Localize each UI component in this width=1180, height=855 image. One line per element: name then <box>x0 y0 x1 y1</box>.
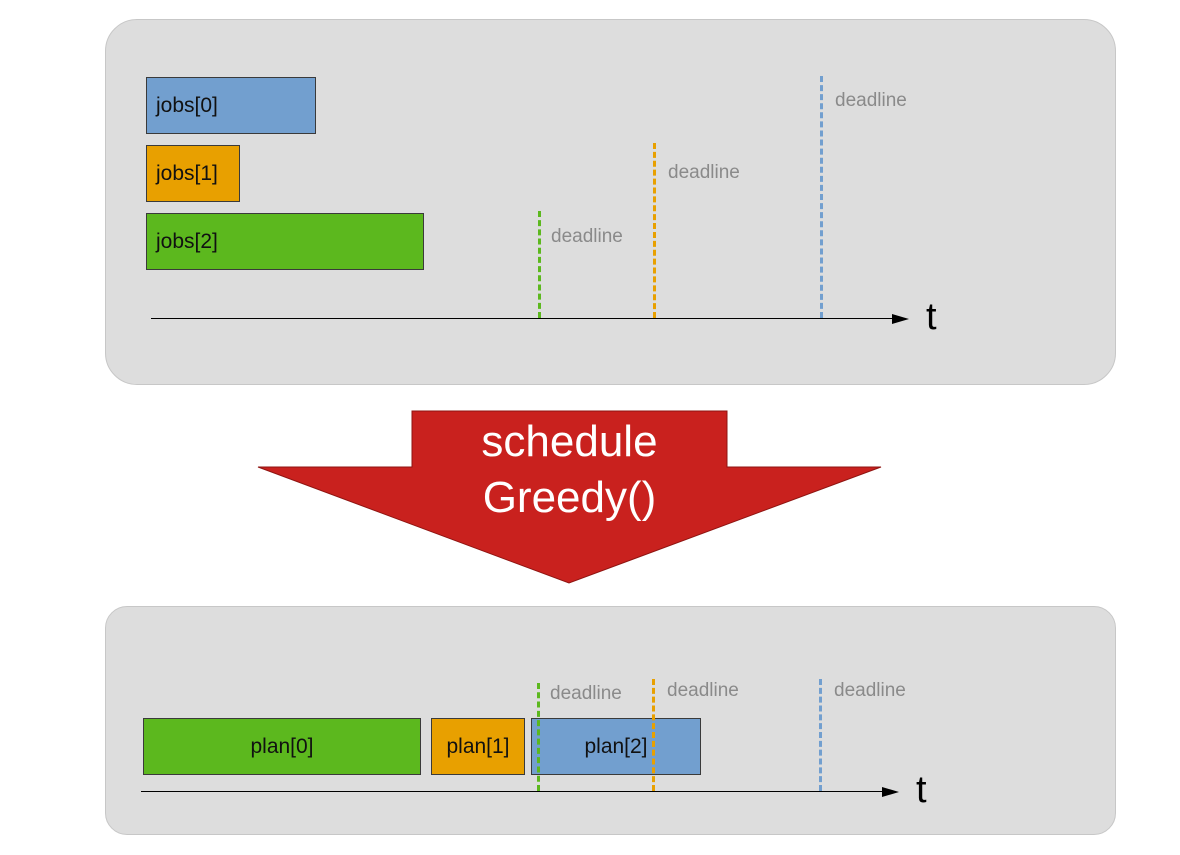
deadline-line-green <box>538 211 541 318</box>
job-box-0: jobs[0] <box>146 77 316 134</box>
job-box-2: jobs[2] <box>146 213 424 270</box>
time-axis-label-bottom: t <box>916 769 927 811</box>
arrow-label-schedule: schedule <box>481 417 658 466</box>
deadline-label-green: deadline <box>550 683 622 704</box>
time-axis-arrowhead-bottom <box>882 787 899 797</box>
deadline-line-blue <box>819 679 822 791</box>
job-box-1: jobs[1] <box>146 145 240 202</box>
time-axis-arrowhead-top <box>892 314 909 324</box>
deadline-line-green <box>537 683 540 791</box>
time-axis-label-top: t <box>926 296 937 338</box>
deadline-line-orange <box>652 679 655 791</box>
deadline-label-blue: deadline <box>835 90 907 111</box>
time-axis-top <box>151 318 896 319</box>
deadline-line-orange <box>653 143 656 318</box>
deadline-label-blue: deadline <box>834 680 906 701</box>
plan-box-0: plan[0] <box>143 718 421 775</box>
deadline-label-orange: deadline <box>667 680 739 701</box>
deadline-line-blue <box>820 76 823 318</box>
time-axis-bottom <box>141 791 886 792</box>
arrow-label-greedy: Greedy() <box>482 473 657 522</box>
plan-box-2: plan[2] <box>531 718 701 775</box>
deadline-label-orange: deadline <box>668 162 740 183</box>
deadline-label-green: deadline <box>551 226 623 247</box>
plan-box-1: plan[1] <box>431 718 525 775</box>
